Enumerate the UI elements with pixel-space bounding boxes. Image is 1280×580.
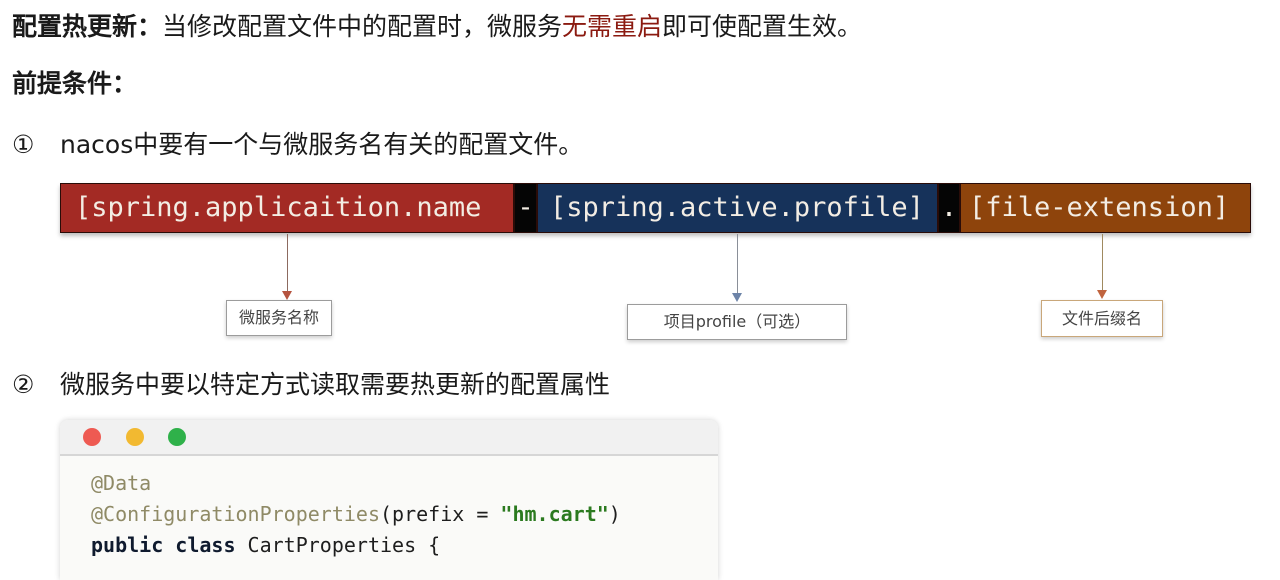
connector-app-name [287, 234, 288, 292]
segment-extension: [file-extension] [960, 183, 1251, 233]
maximize-dot-icon [168, 428, 186, 446]
step1-line: ① nacos中要有一个与微服务名有关的配置文件。 [12, 128, 583, 162]
arrow-down-icon [282, 291, 292, 300]
step1-text: nacos中要有一个与微服务名有关的配置文件。 [60, 130, 584, 159]
code-string: "hm.cart" [500, 502, 609, 526]
step1-number: ① [12, 130, 35, 159]
label-project-profile: 项目profile（可选） [627, 304, 847, 340]
code-text: (prefix = [379, 502, 501, 526]
label-service-name: 微服务名称 [226, 300, 332, 336]
heading-label: 配置热更新： [12, 12, 163, 41]
code-block: @Data @ConfigurationProperties(prefix = … [91, 468, 621, 561]
heading-highlight: 无需重启 [562, 12, 663, 41]
label-file-extension: 文件后缀名 [1041, 300, 1163, 337]
code-annotation-config: @ConfigurationProperties [91, 502, 380, 526]
segment-profile: [spring.active.profile] [537, 183, 938, 233]
heading-line: 配置热更新：当修改配置文件中的配置时，微服务无需重启即可使配置生效。 [12, 10, 862, 44]
segment-dash: - [514, 183, 537, 233]
heading-text-after: 即可使配置生效。 [662, 12, 863, 41]
code-window: @Data @ConfigurationProperties(prefix = … [60, 420, 718, 580]
step2-number: ② [12, 370, 35, 399]
arrow-down-icon [732, 293, 742, 302]
code-annotation-data: @Data [91, 471, 152, 495]
segment-app-name: [spring.applicaition.name [60, 183, 514, 233]
step2-text: 微服务中要以特定方式读取需要热更新的配置属性 [60, 370, 611, 399]
arrow-down-icon [1097, 290, 1107, 299]
config-filename-bar: [spring.applicaition.name - [spring.acti… [60, 183, 1251, 233]
heading-text: 当修改配置文件中的配置时，微服务 [162, 12, 563, 41]
minimize-dot-icon [126, 428, 144, 446]
connector-profile [737, 234, 738, 293]
code-class-name: CartProperties { [235, 533, 441, 557]
code-keyword: public class [91, 533, 236, 557]
connector-extension [1102, 234, 1103, 290]
close-dot-icon [83, 428, 101, 446]
code-window-titlebar [60, 420, 718, 456]
code-text: ) [608, 502, 621, 526]
prereq-heading: 前提条件： [12, 69, 138, 98]
segment-dot: . [938, 183, 960, 233]
step2-line: ② 微服务中要以特定方式读取需要热更新的配置属性 [12, 368, 610, 402]
